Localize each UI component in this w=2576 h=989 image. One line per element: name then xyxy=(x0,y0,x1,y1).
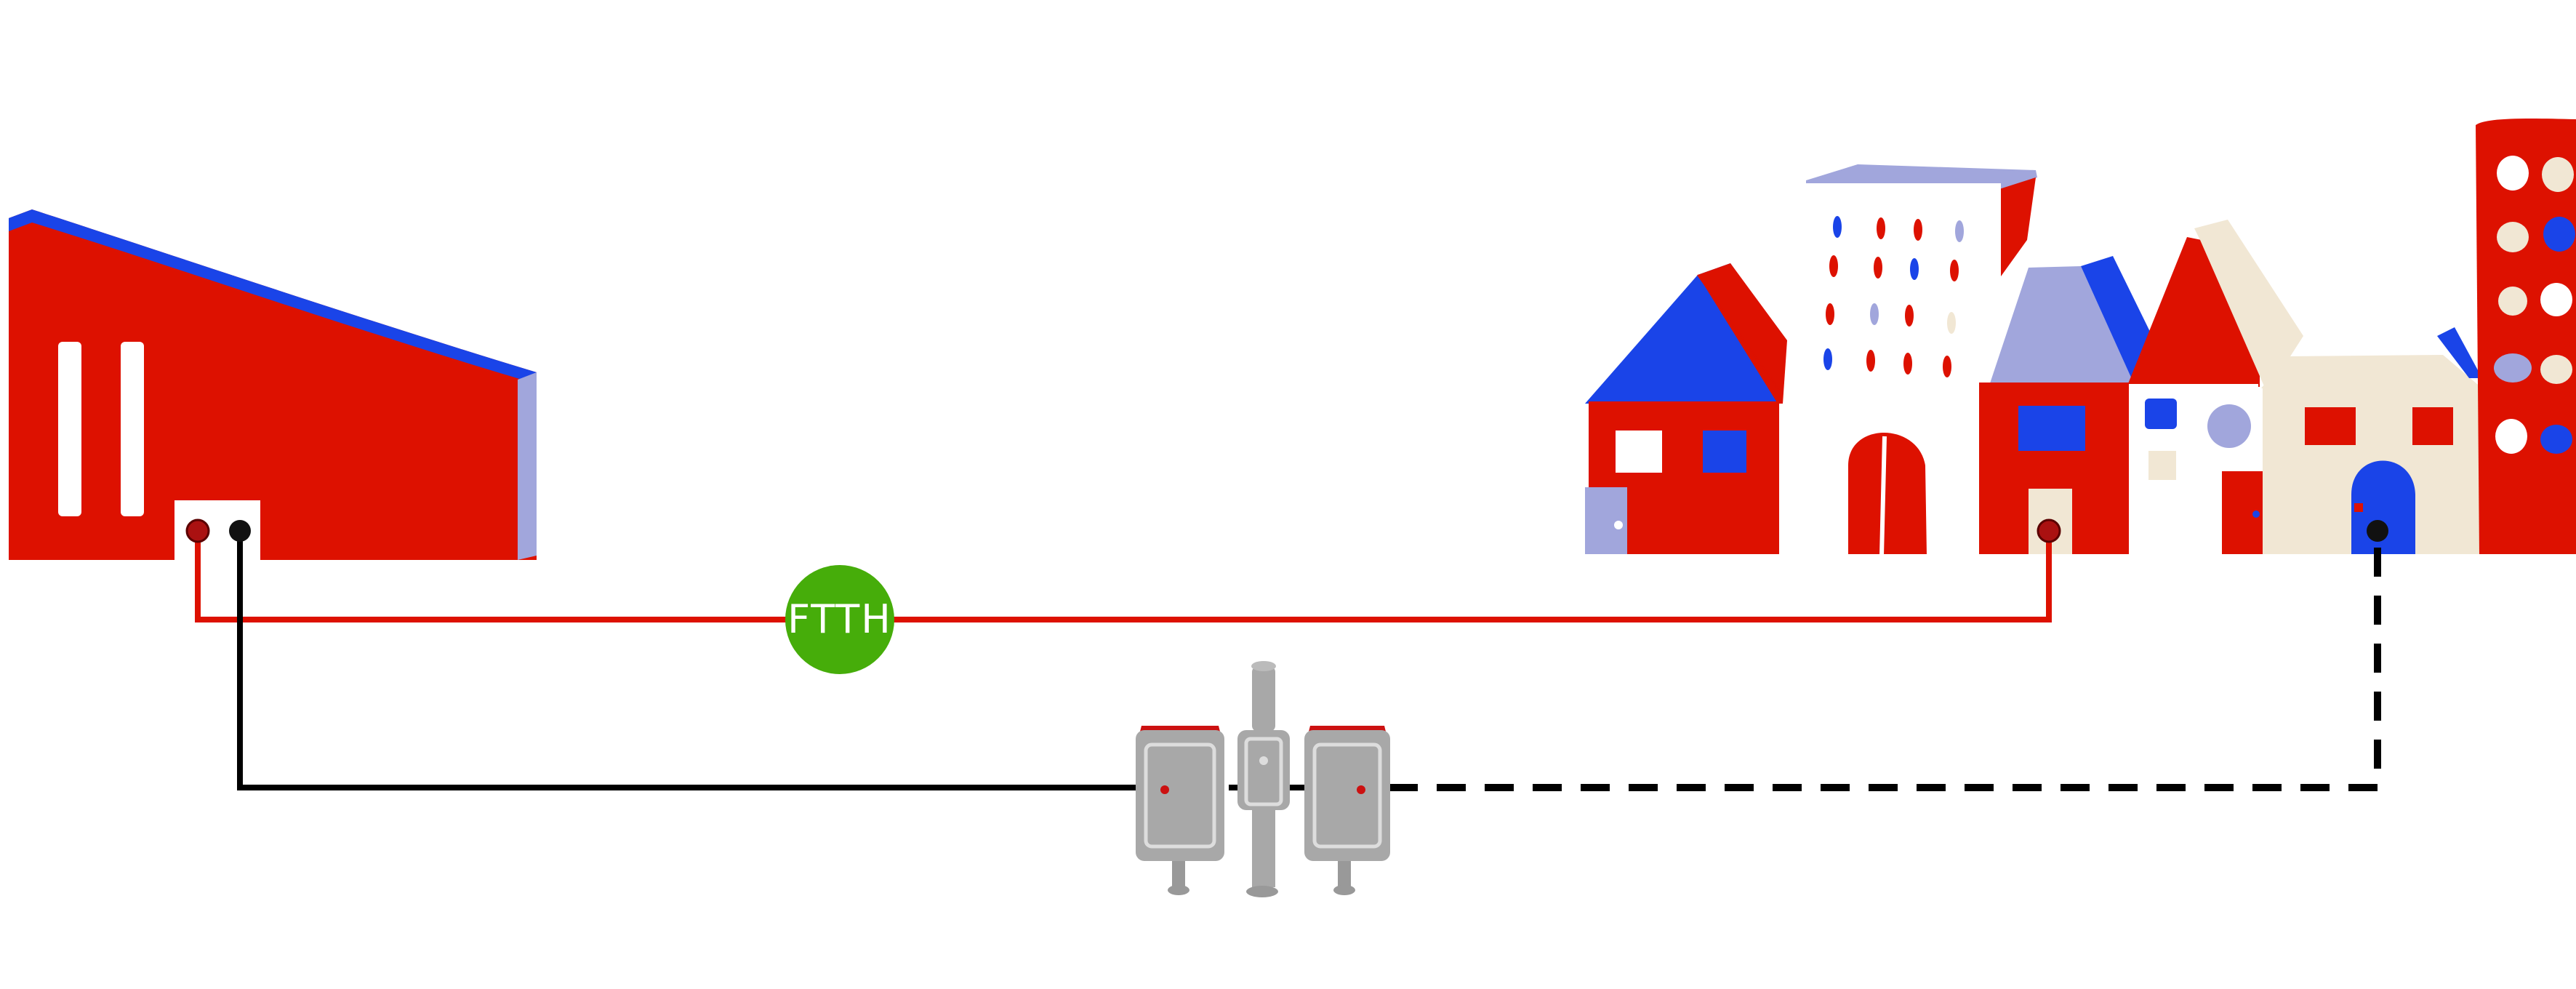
ftth-badge-label: FTTH xyxy=(787,596,892,642)
central-office-window-right xyxy=(121,342,144,516)
cable-lines xyxy=(195,531,2381,791)
neighborhood-houses-icon xyxy=(1579,118,2576,557)
house-fiber-port xyxy=(2037,518,2061,543)
central-office-wall xyxy=(9,209,537,560)
ftth-badge: FTTH xyxy=(785,565,894,674)
central-office-roof xyxy=(9,209,537,384)
central-office-copper-port xyxy=(229,520,251,542)
copper-cable-line xyxy=(237,531,1136,790)
central-office-window-left xyxy=(58,342,81,516)
central-office-fiber-port xyxy=(185,518,210,543)
central-office-building-icon xyxy=(9,209,537,560)
central-office-side xyxy=(518,372,537,560)
house-copper-port xyxy=(2367,520,2388,542)
copper-dashed-line xyxy=(1389,531,2381,791)
fiber-cable-line xyxy=(195,531,2052,622)
street-cabinet-icon xyxy=(1136,661,1390,897)
